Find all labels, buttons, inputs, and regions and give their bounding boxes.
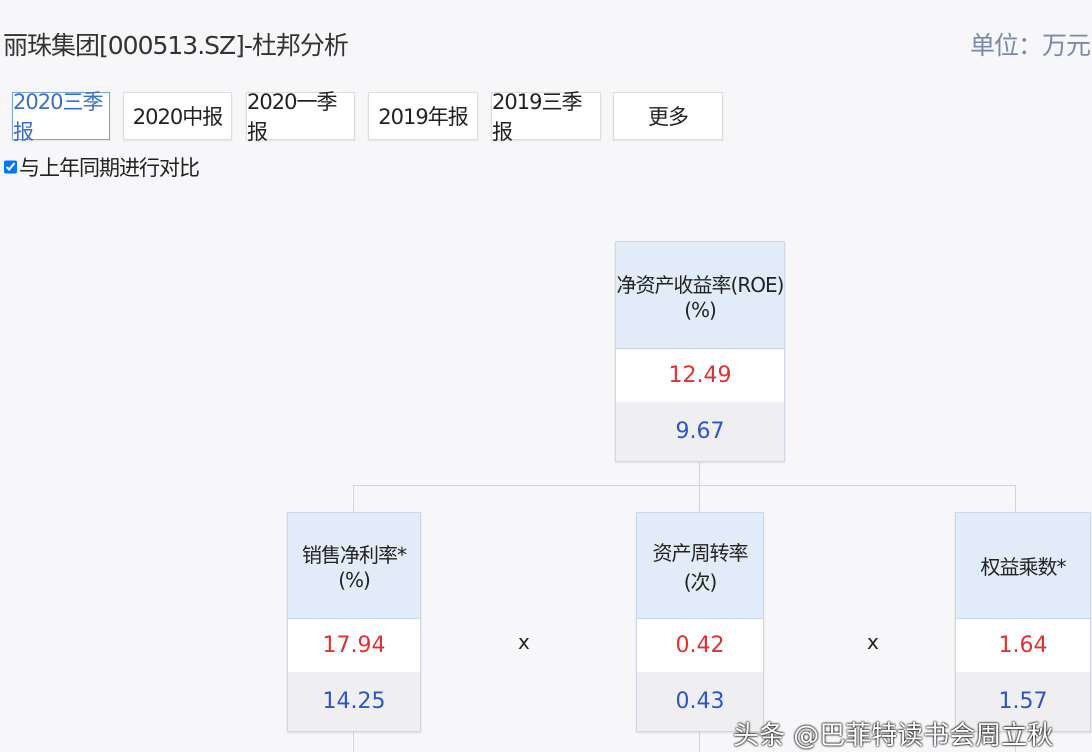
equity-multiplier-current: 1.64 [956,619,1090,672]
net-margin-node[interactable]: 销售净利率*(%) 17.94 14.25 [287,512,421,732]
connector [1015,485,1016,512]
asset-turnover-current: 0.42 [637,619,763,672]
net-margin-previous: 14.25 [288,672,420,731]
equity-multiplier-node[interactable]: 权益乘数* 1.64 1.57 [955,512,1091,732]
asset-turnover-node[interactable]: 资产周转率(次) 0.42 0.43 [636,512,764,732]
period-tab-2019q3[interactable]: 2019三季报 [491,90,601,144]
net-margin-current: 17.94 [288,619,420,672]
multiply-operator: x [867,630,879,654]
asset-turnover-previous: 0.43 [637,672,763,731]
compare-checkbox[interactable] [4,159,17,175]
asset-turnover-label: 资产周转率(次) [637,513,763,619]
page-title: 丽珠集团[000513.SZ]-杜邦分析 [3,31,349,60]
equity-multiplier-previous: 1.57 [956,672,1090,731]
period-tab-2020h1[interactable]: 2020中报 [123,92,232,140]
roe-node[interactable]: 净资产收益率(ROE)(%) 12.49 9.67 [615,241,785,462]
period-tab-2019annual[interactable]: 2019年报 [368,92,478,140]
equity-multiplier-label: 权益乘数* [956,513,1090,619]
unit-label: 单位：万元， [970,31,1092,60]
net-margin-label: 销售净利率*(%) [288,513,420,619]
connector [353,485,1016,486]
connector [699,460,700,485]
period-tab-2020q1[interactable]: 2020一季报 [246,90,355,144]
period-tab-2020q3[interactable]: 2020三季报 [12,90,110,144]
compare-label: 与上年同期进行对比 [19,156,200,180]
multiply-operator: x [518,630,530,654]
connector [699,730,700,752]
connector [1015,730,1016,752]
roe-current: 12.49 [616,349,784,402]
connector [353,485,354,512]
roe-previous: 9.67 [616,402,784,461]
compare-checkbox-row[interactable]: 与上年同期进行对比 [4,152,200,182]
watermark: 头条 @巴菲特读书会周立秋 [733,721,1054,751]
more-periods-button[interactable]: 更多 [613,92,723,140]
connector [699,485,700,512]
roe-label: 净资产收益率(ROE)(%) [616,242,784,349]
connector [353,730,354,752]
